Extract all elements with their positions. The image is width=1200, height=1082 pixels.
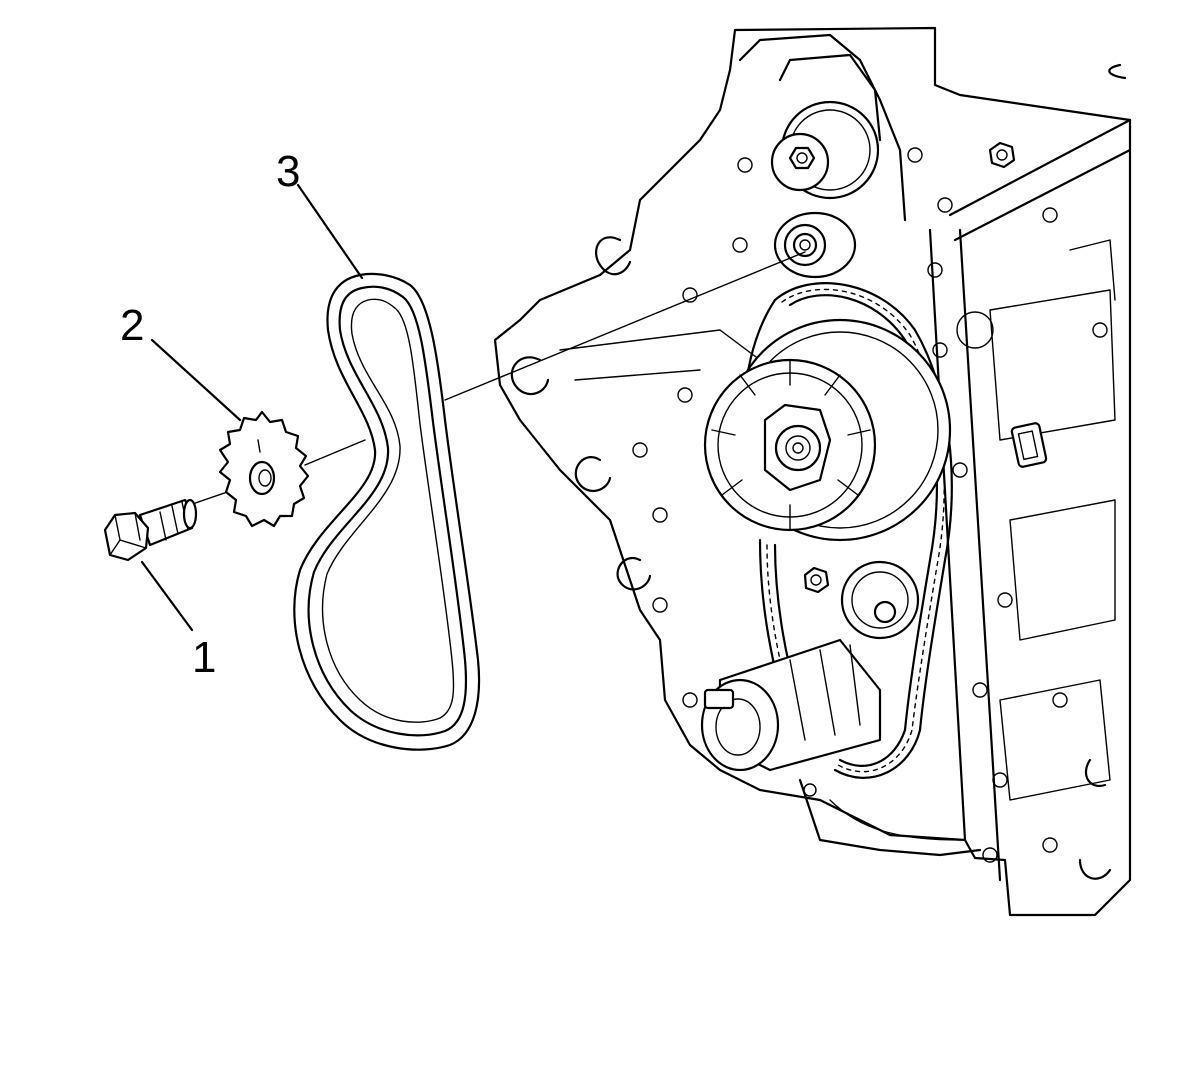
cover-bolt-holes <box>632 147 1108 863</box>
callout-3-leader <box>296 183 364 280</box>
callout-3-label: 3 <box>276 147 300 196</box>
upper-idler-sprocket <box>770 100 880 200</box>
crank-sprocket <box>803 560 920 640</box>
callout-2-label: 2 <box>120 301 144 350</box>
callout-3: 3 <box>276 147 364 280</box>
callout-1: 1 <box>140 560 216 682</box>
callout-1-label: 1 <box>192 633 216 682</box>
balance-shaft-cylinder <box>700 638 882 772</box>
callout-2: 2 <box>120 301 242 422</box>
part-3-belt <box>293 272 481 751</box>
chain-tensioner-pulley <box>773 211 857 279</box>
callout-1-leader <box>140 560 194 632</box>
part-2-sprocket <box>218 410 310 528</box>
callout-2-leader <box>150 338 242 422</box>
part-1-bolt <box>103 498 198 562</box>
cam-phaser-sprocket <box>703 318 952 542</box>
